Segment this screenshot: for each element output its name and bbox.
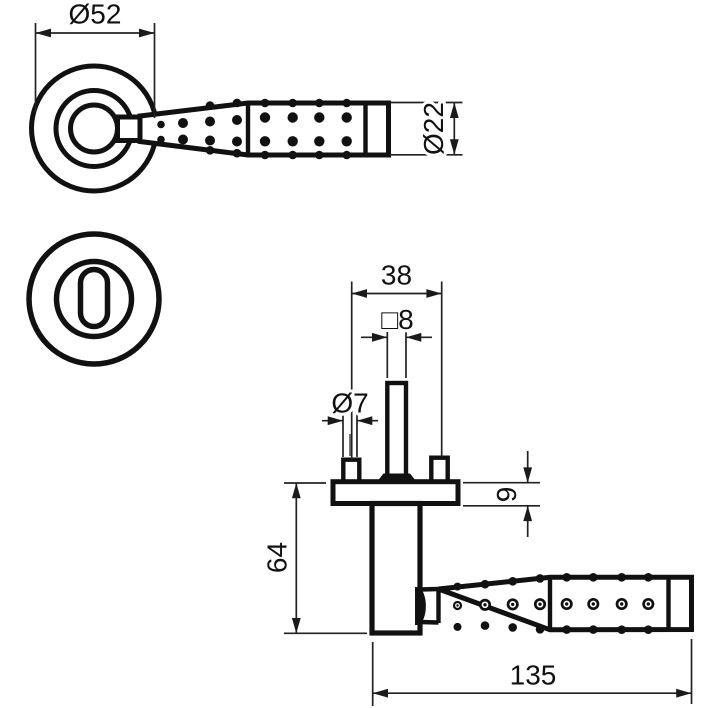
dimension-lever-end-diameter: Ø22 (390, 99, 463, 158)
dimension-spindle-square: □8 (361, 301, 432, 378)
dim-label-spindle-square: □8 (381, 304, 413, 335)
neck-lever-fillet (415, 587, 426, 625)
key-escutcheon-view (26, 231, 162, 367)
dim-label-projection: 64 (262, 542, 293, 573)
rosette-collar-circle (68, 102, 120, 155)
knurl-dots-side (452, 573, 655, 634)
dim-label-screw-centers: 38 (381, 260, 412, 291)
handle-front-view: Ø52 Ø22 (29, 0, 463, 194)
dimension-stud-diameter: Ø7 (322, 385, 378, 457)
dim-label-rosette-thickness: 9 (491, 487, 522, 503)
dimension-screw-centers: 38 (350, 257, 443, 459)
lever-top-outline (137, 100, 391, 158)
dim-label-lever-length: 135 (510, 660, 557, 691)
dim-label-rosette-diameter: Ø52 (69, 0, 122, 30)
spindle-base-flare (377, 473, 417, 482)
dim-label-stud-diameter: Ø7 (331, 388, 368, 419)
keyhole-slot (77, 266, 111, 330)
dimension-rosette-diameter: Ø52 (34, 0, 156, 118)
dimension-lever-length: 135 (371, 639, 693, 706)
handle-side-view: 38 □8 Ø7 (259, 257, 694, 706)
dimension-rosette-thickness: 9 (463, 451, 540, 537)
lever-neck-connector (115, 114, 143, 143)
square-spindle (385, 380, 409, 485)
rosette-side-plate (330, 479, 461, 507)
dim-label-lever-end-diameter: Ø22 (418, 102, 449, 155)
handle-neck (369, 500, 423, 636)
dimension-projection: 64 (259, 482, 367, 635)
knurl-dots-front (157, 98, 352, 160)
